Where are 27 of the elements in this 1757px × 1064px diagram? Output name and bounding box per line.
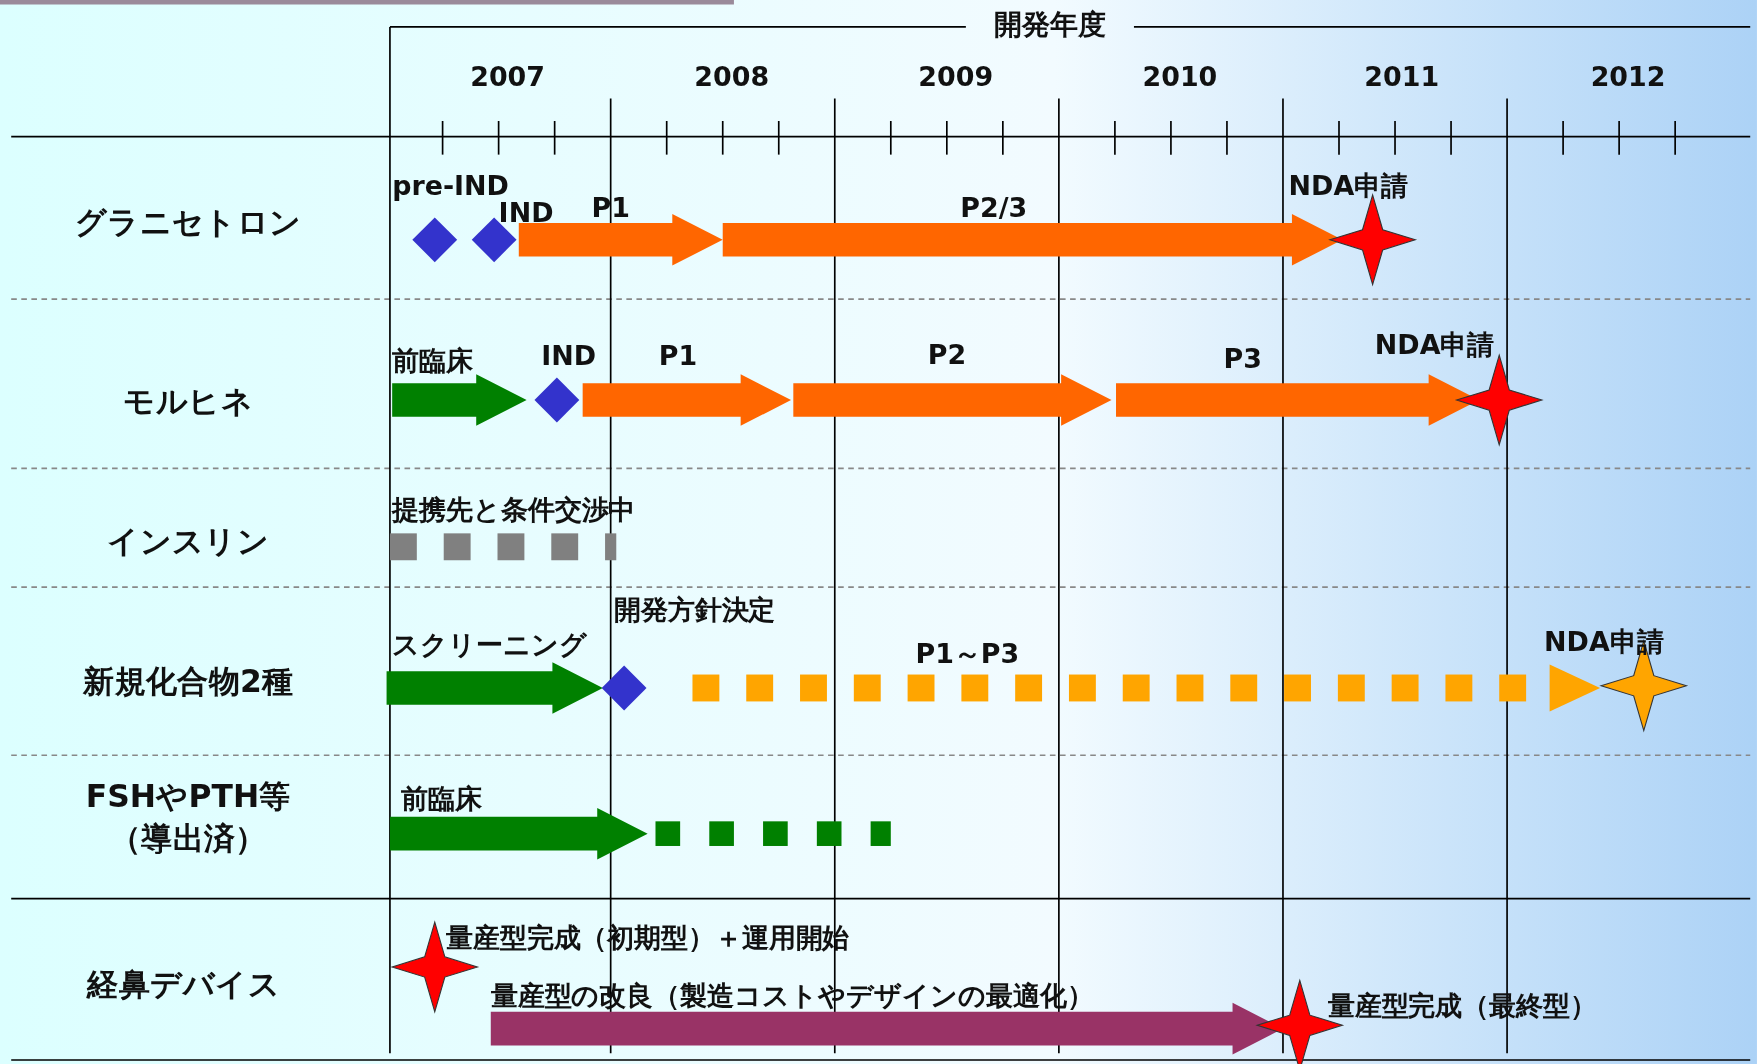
phase-label: NDA申請: [1544, 625, 1664, 660]
year-label: 2009: [918, 61, 994, 93]
phase-label: 前臨床: [392, 344, 473, 379]
phase-label: P1: [658, 340, 698, 372]
year-label: 2010: [1142, 61, 1218, 93]
phase-label: 前臨床: [401, 782, 482, 817]
row-header: （導出済）: [109, 819, 267, 860]
year-label: 2008: [694, 61, 770, 93]
row-header: モルヒネ: [123, 382, 254, 423]
row-header: グラニセトロン: [74, 202, 302, 243]
phase-label: P1～P3: [915, 637, 1020, 673]
phase-label: P3: [1223, 342, 1262, 375]
phase-label: 開発方針決定: [614, 592, 776, 628]
phase-label: NDA申請: [1374, 328, 1495, 363]
year-label: 2012: [1590, 61, 1666, 93]
phase-label: P2: [927, 339, 967, 371]
axis-title: 開発年度: [993, 6, 1106, 43]
phase-label: IND: [541, 340, 597, 372]
row-header: インスリン: [107, 522, 270, 563]
year-label: 2007: [470, 61, 545, 93]
phase-label: NDA申請: [1288, 169, 1408, 204]
year-label: 2011: [1364, 61, 1440, 93]
row-header: FSHやPTH等: [85, 776, 291, 817]
row-header: 経鼻デバイス: [87, 964, 281, 1005]
row-header: 新規化合物2種: [83, 662, 294, 703]
phase-label: P2/3: [960, 192, 1028, 225]
phase-label: スクリーニング: [392, 628, 588, 664]
